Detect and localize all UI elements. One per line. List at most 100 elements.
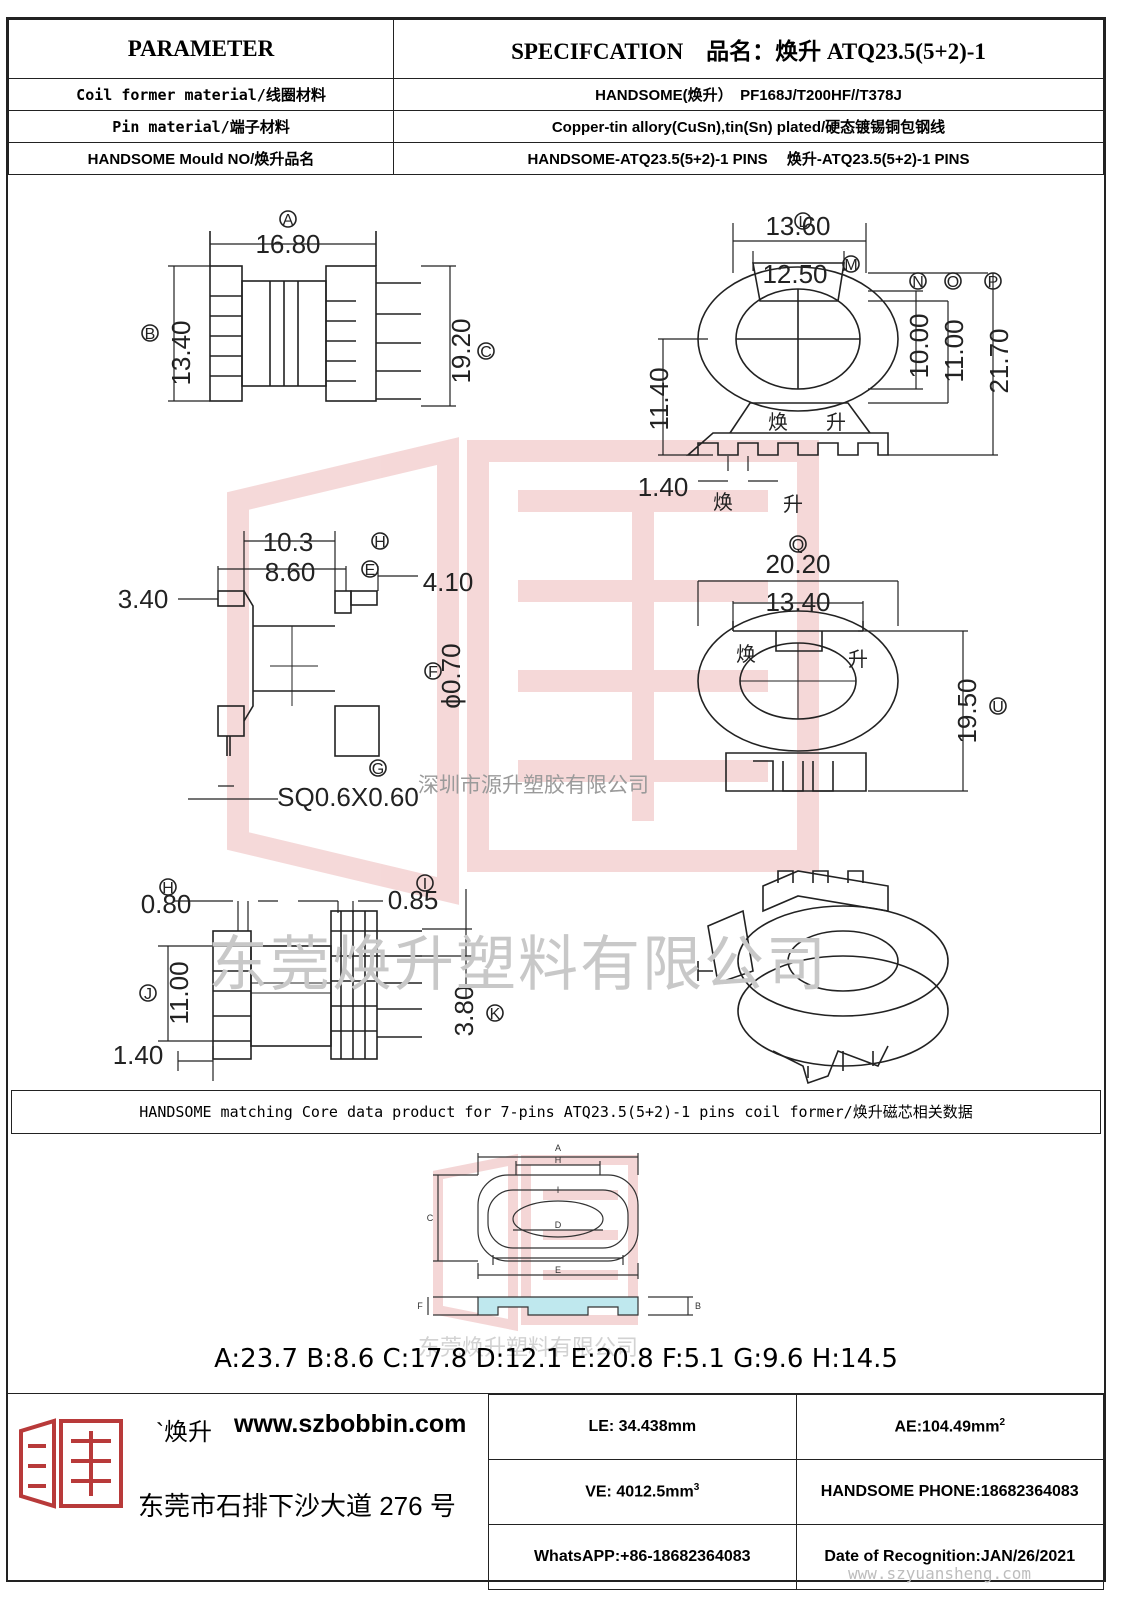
dim-16-80: 16.80 bbox=[255, 229, 320, 259]
svg-text:O: O bbox=[947, 274, 959, 291]
isometric-view-bottom-right bbox=[697, 870, 949, 1085]
coil-material-label: Coil former material/线圈材料 bbox=[8, 78, 394, 111]
dim-11-40: 11.40 bbox=[644, 367, 674, 430]
core-label-i: I bbox=[557, 1185, 560, 1195]
recognition-date: Date of Recognition:JAN/26/2021 bbox=[795, 1524, 1104, 1590]
callout-e: E bbox=[361, 560, 379, 579]
dim-13-40-b: 13.40 bbox=[765, 587, 830, 617]
side-section-middle-left bbox=[178, 531, 418, 800]
callout-b: B bbox=[141, 324, 159, 343]
dim-8-60: 8.60 bbox=[265, 557, 316, 587]
specification-heading: SPECIFCATION 品名：焕升 ATQ23.5(5+2)-1 bbox=[393, 19, 1104, 79]
footer: `焕升 www.szbobbin.com 东莞市石排下沙大道 276 号 LE:… bbox=[8, 1393, 1104, 1590]
mould-no-value: HANDSOME-ATQ23.5(5+2)-1 PINS 焕升-ATQ23.5(… bbox=[393, 142, 1104, 175]
dim-13-60: 13.60 bbox=[765, 211, 830, 241]
ve-cell: VE: 4012.5mm3 bbox=[488, 1459, 797, 1525]
dim-sq-0-6: SQ0.6X0.60 bbox=[277, 782, 419, 812]
mark-sheng-below: 升 bbox=[783, 493, 803, 516]
svg-text:B: B bbox=[145, 326, 156, 343]
top-view-bottom-left bbox=[158, 889, 472, 1081]
svg-text:K: K bbox=[490, 1006, 501, 1023]
brand-name: `焕升 bbox=[156, 1419, 212, 1446]
mark-huan: 焕 bbox=[768, 411, 788, 434]
core-label-c: C bbox=[427, 1213, 434, 1223]
core-label-f: F bbox=[417, 1301, 423, 1311]
core-label-d: D bbox=[555, 1220, 562, 1230]
svg-text:H: H bbox=[162, 880, 174, 897]
core-watermark-company-text: 东莞焕升塑料有限公司 bbox=[418, 1336, 639, 1361]
callout-q: Q bbox=[789, 535, 807, 554]
callout-u: U bbox=[989, 697, 1007, 716]
phone-number: HANDSOME PHONE:18682364083 bbox=[795, 1459, 1104, 1525]
callout-c: C bbox=[477, 342, 495, 361]
dim-1-40-b: 1.40 bbox=[113, 1040, 164, 1070]
svg-text:Q: Q bbox=[792, 537, 804, 554]
core-dimension-values: A:23.7 B:8.6 C:17.8 D:12.1 E:20.8 F:5.1 … bbox=[214, 1344, 898, 1374]
front-view-top-right bbox=[658, 223, 998, 482]
callout-n: N bbox=[909, 272, 927, 291]
core-label-a: A bbox=[555, 1143, 561, 1153]
callout-j: J bbox=[139, 984, 157, 1003]
spec-sheet: PARAMETER SPECIFCATION 品名：焕升 ATQ23.5(5+2… bbox=[6, 17, 1106, 1590]
svg-text:U: U bbox=[992, 699, 1004, 716]
website-link[interactable]: www.szbobbin.com bbox=[234, 1410, 467, 1438]
watermark-company-large: 东莞焕升塑料有限公司 bbox=[208, 930, 828, 1000]
dim-phi-0-70: ϕ0.70 bbox=[436, 643, 466, 708]
svg-text:P: P bbox=[988, 274, 999, 291]
ae-cell: AE:104.49mm2 bbox=[795, 1394, 1104, 1460]
back-view-middle-right-dims: 20.20 13.40 19.50 焕 升 bbox=[736, 549, 982, 744]
side-view-top-left-dims: 16.80 13.40 19.20 bbox=[166, 229, 476, 386]
dim-11-00: 11.00 bbox=[939, 319, 969, 382]
le-value: LE: 34.438mm bbox=[488, 1394, 797, 1460]
svg-text:M: M bbox=[844, 257, 857, 274]
ae-unit-exponent: 2 bbox=[999, 1417, 1005, 1429]
callout-h-bottom: H bbox=[159, 878, 177, 897]
callout-p: P bbox=[984, 272, 1002, 291]
side-section-middle-left-dims: 10.3 8.60 4.10 3.40 ϕ0.70 SQ0.6X0.60 bbox=[118, 527, 474, 812]
svg-text:A: A bbox=[283, 212, 294, 229]
back-view-middle-right bbox=[697, 580, 968, 792]
callout-f: F bbox=[424, 662, 442, 681]
dim-4-10: 4.10 bbox=[423, 567, 474, 597]
core-parameters-table: LE: 34.438mm AE:104.49mm2 VE: 4012.5mm3 … bbox=[488, 1394, 1104, 1590]
pin-material-value: Copper-tin allory(CuSn),tin(Sn) plated/硬… bbox=[393, 110, 1104, 143]
mark-sheng-back: 升 bbox=[848, 648, 868, 671]
dim-19-20: 19.20 bbox=[446, 318, 476, 383]
dim-21-70: 21.70 bbox=[984, 328, 1014, 393]
callout-l: L bbox=[794, 212, 812, 231]
side-view-top-left bbox=[168, 231, 456, 407]
mark-huan-below: 焕 bbox=[713, 491, 733, 514]
dim-11-00-b: 11.00 bbox=[164, 961, 194, 1024]
watermark-company-small: 深圳市源升塑胶有限公司 bbox=[418, 773, 649, 797]
core-label-b: B bbox=[695, 1301, 701, 1311]
mark-sheng: 升 bbox=[826, 411, 846, 434]
technical-drawing: 16.80 13.40 19.20 13.60 12.50 bbox=[8, 171, 1104, 1086]
callout-g: G bbox=[369, 759, 387, 778]
dim-10-00: 10.00 bbox=[904, 313, 934, 378]
callout-m: M bbox=[842, 255, 860, 274]
company-logo bbox=[19, 1418, 123, 1509]
dim-12-50: 12.50 bbox=[762, 259, 827, 289]
coil-material-value: HANDSOME(焕升） PF168J/T200HF//T378J bbox=[393, 78, 1104, 111]
background-logo-watermark bbox=[227, 437, 819, 905]
svg-text:C: C bbox=[480, 344, 492, 361]
dim-1-40: 1.40 bbox=[638, 472, 689, 502]
ae-value: AE:104.49mm bbox=[894, 1418, 1000, 1436]
ve-unit-exponent: 3 bbox=[693, 1482, 700, 1494]
parameter-heading: PARAMETER bbox=[8, 19, 394, 79]
dim-3-80: 3.80 bbox=[449, 986, 479, 1037]
mould-no-label: HANDSOME Mould NO/焕升品名 bbox=[8, 142, 394, 175]
watermark-website: www.szyuansheng.com bbox=[848, 1564, 1032, 1583]
svg-text:L: L bbox=[799, 214, 808, 231]
svg-text:G: G bbox=[372, 761, 384, 778]
svg-text:J: J bbox=[144, 986, 152, 1003]
pin-material-label: Pin material/端子材料 bbox=[8, 110, 394, 143]
ve-value: VE: 4012.5mm bbox=[585, 1483, 694, 1501]
dimension-letter-callouts: A B C L M N O P H E F G Q U H I J K bbox=[139, 210, 1007, 1023]
callout-i: I bbox=[416, 874, 434, 893]
dim-3-40: 3.40 bbox=[118, 584, 169, 614]
dim-19-50: 19.50 bbox=[952, 678, 982, 743]
whatsapp-number: WhatsAPP:+86-18682364083 bbox=[488, 1524, 797, 1590]
core-drawing: A H I C D E F B 东莞焕升塑料有限公司 bbox=[8, 1135, 1104, 1393]
callout-o: O bbox=[944, 272, 962, 291]
